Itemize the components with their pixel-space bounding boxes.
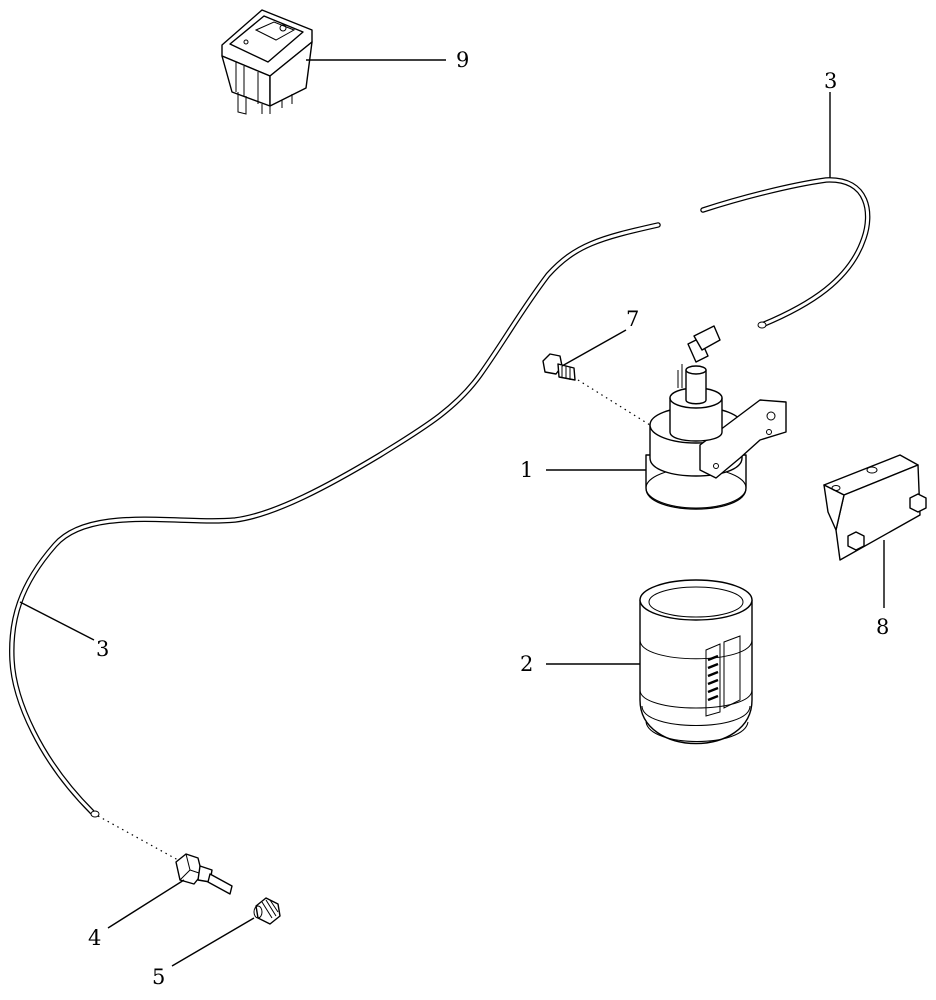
cylindrical-sleeve-icon — [639, 579, 753, 745]
fitting-icon — [175, 853, 233, 895]
bolt-to-sensor-path — [577, 379, 651, 426]
callout-5: 5 — [152, 965, 165, 989]
tube-to-fitting-path — [97, 815, 179, 861]
plug-icon — [253, 897, 281, 925]
callout-9: 9 — [456, 48, 469, 72]
leader-lines — [19, 59, 885, 967]
sensor-assembly-icon — [645, 325, 787, 510]
callout-3-left: 3 — [96, 637, 109, 661]
callout-8: 8 — [876, 615, 889, 639]
tube-line-long — [9, 222, 661, 818]
rocker-switch-icon — [221, 9, 313, 115]
bolt-icon — [542, 353, 576, 381]
tube-line-short — [700, 177, 871, 329]
callout-3-top: 3 — [824, 69, 837, 93]
mounting-bracket-icon — [823, 454, 927, 561]
callout-4: 4 — [88, 926, 101, 950]
callout-2: 2 — [520, 652, 533, 676]
callout-7: 7 — [626, 307, 639, 331]
callout-1: 1 — [520, 458, 533, 482]
